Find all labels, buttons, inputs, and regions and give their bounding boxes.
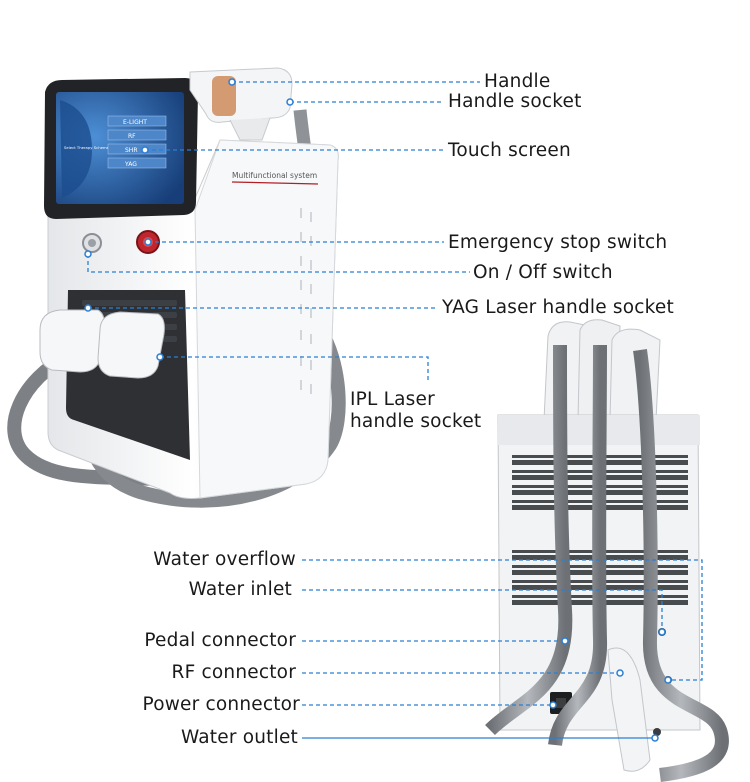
screen-menu-label: RF bbox=[128, 133, 136, 140]
label-water-outlet: Water outlet bbox=[180, 727, 298, 748]
label-ipl-socket-line2: handle socket bbox=[350, 411, 482, 432]
leader-lines bbox=[87, 81, 703, 706]
label-water-inlet: Water inlet bbox=[188, 579, 292, 600]
handle-tip bbox=[212, 76, 236, 116]
brand-text: Multifunctional system bbox=[232, 171, 317, 180]
label-yag-socket: YAG Laser handle socket bbox=[442, 297, 674, 318]
screen-menu: E-LIGHT RF SHR YAG bbox=[107, 115, 167, 169]
screen-menu-item bbox=[107, 143, 167, 155]
top-handle bbox=[189, 67, 293, 123]
on-off-switch-center bbox=[88, 239, 96, 247]
label-emergency-stop: Emergency stop switch bbox=[448, 232, 668, 253]
screen-side-text: Select Therapy Scheme bbox=[64, 145, 110, 150]
label-handle: Handle bbox=[484, 71, 551, 92]
screen-graphic bbox=[60, 100, 92, 198]
screen-menu-item bbox=[107, 115, 167, 127]
label-handle-socket: Handle socket bbox=[448, 91, 582, 112]
screen-menu-label: YAG bbox=[124, 161, 137, 168]
label-ipl-socket-line1: IPL Laser bbox=[350, 389, 435, 410]
brand-underline bbox=[231, 181, 319, 185]
rear-hose-2 bbox=[548, 344, 608, 747]
label-rf-connector: RF connector bbox=[171, 662, 296, 683]
rear-hose-3 bbox=[633, 349, 729, 782]
power-connector-inner bbox=[556, 698, 566, 708]
screen-menu-item bbox=[107, 129, 167, 141]
front-machine: Multifunctional system Select bbox=[7, 67, 346, 508]
rear-hose-1 bbox=[485, 344, 573, 736]
back-machine bbox=[485, 319, 729, 782]
yag-handpiece bbox=[97, 311, 165, 379]
label-water-overflow: Water overflow bbox=[153, 549, 296, 570]
side-panel bbox=[194, 139, 339, 499]
screen-menu-label: SHR bbox=[125, 147, 138, 154]
label-touch-screen: Touch screen bbox=[448, 140, 571, 161]
label-on-off: On / Off switch bbox=[473, 262, 613, 283]
label-pedal-connector: Pedal connector bbox=[144, 630, 296, 651]
rf-handpiece bbox=[607, 647, 651, 772]
screen-menu-item bbox=[107, 157, 167, 169]
handle-holder bbox=[229, 117, 271, 141]
label-power-connector: Power connector bbox=[142, 694, 300, 715]
ipl-handpiece bbox=[39, 309, 105, 373]
water-outlet-port bbox=[653, 728, 661, 736]
side-vents bbox=[300, 208, 312, 394]
screen-menu-label: E-LIGHT bbox=[123, 119, 147, 126]
leader-endpoints bbox=[84, 78, 672, 742]
